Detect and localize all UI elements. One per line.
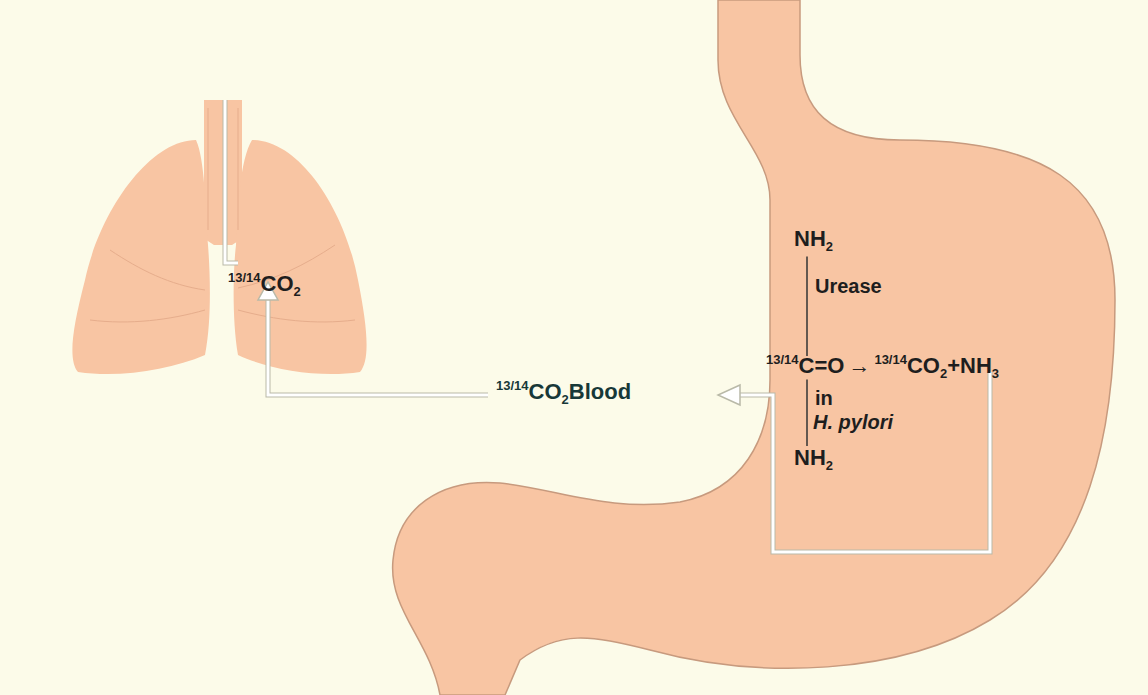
bond-line: [806, 380, 808, 446]
formula-text: in: [815, 386, 833, 410]
subscript: 2: [826, 458, 833, 473]
formula-text: 13/14CO2: [228, 270, 301, 300]
bond-lines: [806, 257, 808, 446]
subscript: 2: [826, 239, 833, 254]
formula-text: NH2: [794, 226, 833, 255]
flow-line: [225, 100, 990, 552]
label-text: Urease: [815, 275, 882, 297]
arrow-head: [718, 385, 740, 405]
label-text: →: [848, 353, 870, 378]
label-text: in: [815, 387, 833, 409]
label-text: Blood: [569, 379, 631, 404]
formula-text: Urease: [815, 274, 882, 298]
label-text: C=O: [799, 353, 845, 378]
label-text: NH: [794, 445, 826, 470]
lungs: [72, 100, 366, 374]
label-text: CO: [907, 353, 940, 378]
formula-text: NH2: [794, 445, 833, 474]
formula-text: 13/14CO2Blood: [496, 378, 631, 408]
label-text: CO: [261, 271, 294, 296]
label-text: H. pylori: [813, 411, 893, 433]
formula-text: H. pylori: [813, 410, 893, 434]
subscript: 3: [992, 366, 999, 381]
subscript: 2: [940, 366, 947, 381]
isotope-label: 13/14: [496, 378, 529, 393]
label-text: NH: [794, 226, 826, 251]
formula-text: 13/14C=O→13/14CO2+NH3: [766, 352, 999, 382]
stomach: [393, 0, 1115, 695]
subscript: 2: [562, 392, 569, 407]
isotope-label: 13/14: [228, 270, 261, 285]
bond-line: [806, 257, 808, 356]
label-text: CO: [529, 379, 562, 404]
subscript: 2: [294, 284, 301, 299]
label-text: +NH: [947, 353, 992, 378]
isotope-label: 13/14: [766, 352, 799, 367]
isotope-label: 13/14: [874, 352, 907, 367]
